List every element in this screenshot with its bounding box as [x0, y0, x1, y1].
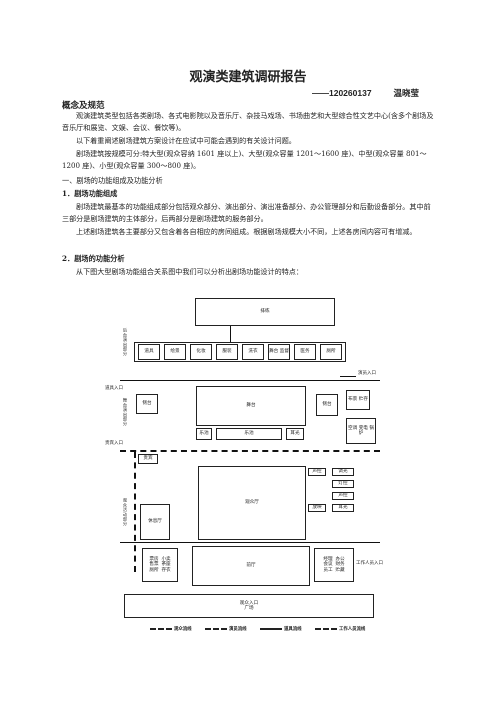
plaza-box: 观众入口 广场: [124, 594, 374, 618]
control-1: 调光: [332, 468, 354, 476]
room-0: 道具: [138, 344, 160, 360]
left-label-1: 舞台演出部分: [123, 398, 128, 427]
function-diagram: 排练 道具 绘景 化妆 服装 洗衣 舞台 监督 医务 厕所 演员入口 道具入口 …: [105, 298, 386, 620]
room-4: 洗衣: [242, 344, 264, 360]
legend-item-0: 观众流线: [150, 627, 192, 632]
left-services-box: 票房 小卖 售票 茶座 厕所 存衣: [142, 548, 178, 582]
document-title: 观演类建筑调研报告: [189, 70, 307, 85]
rehearsal-box: 排练: [195, 298, 335, 326]
room-6: 医务: [294, 344, 316, 360]
legend-item-3: 工作人员流线: [314, 627, 365, 632]
room-7: 厕所: [320, 344, 342, 360]
legend-item-2: 道具流线: [259, 627, 302, 632]
rest-hall-box: 休息厅: [140, 504, 170, 540]
author-line: ——120260137 温晓莹: [312, 87, 419, 99]
control-2: 灯控: [332, 480, 354, 488]
side-facility-box: 空调 变电 锅炉: [346, 418, 376, 444]
room-3: 服装: [216, 344, 238, 360]
room-2: 化妆: [190, 344, 212, 360]
rooms-row: [134, 342, 346, 362]
paragraph-4: 剧场建筑最基本的功能组成部分包括观众部分、演出部分、演出准备部分、办公管理部分和…: [62, 202, 431, 224]
paragraph-5: 上述剧场建筑各主要部分又包含着各自相应的房间组成。根据剧场规模大小不同，上述各房…: [76, 227, 417, 236]
room-1: 绘景: [164, 344, 186, 360]
orchestra-pit-box: 乐池: [216, 428, 282, 440]
control-4: 放映: [308, 504, 326, 512]
scenery-entry-label: 道具入口: [105, 386, 123, 391]
subsection-2-heading: 2．剧场的功能分析: [62, 254, 125, 263]
paragraph-1: 观演建筑类型包括各类剧场、各式电影院以及音乐厅、杂技马戏场、书场曲艺和大型综合性…: [62, 111, 434, 133]
right-services-box: 经理 办公 会议 财务 员工 贮藏: [314, 548, 354, 582]
lift-box: 耳光: [286, 428, 304, 440]
side-stage-box: 侧台: [316, 394, 338, 416]
paragraph-6: 从下图大型剧场功能组合关系图中我们可以分析出剧场功能设计的特点：: [76, 267, 303, 276]
scenery-storage-box: 布景 贮存: [346, 390, 370, 410]
legend-item-1: 演员流线: [204, 627, 247, 632]
diagram-legend: 观众流线 演员流线 道具流线 工作人员流线: [150, 626, 377, 632]
subsection-1-heading: 1．剧场功能组成: [62, 189, 118, 198]
author-id: ——120260137: [312, 88, 372, 98]
control-3: 声控: [332, 492, 354, 500]
lobby-box: 前厅: [192, 546, 310, 586]
auditorium-box: 观众厅: [198, 466, 306, 540]
section-1-heading: 一、剧场的功能组成及功能分析: [62, 176, 163, 185]
author-name: 温晓莹: [393, 88, 420, 98]
left-label-2: 观众活动部分: [123, 498, 128, 527]
vip-entry-label: 贵宾入口: [105, 441, 123, 446]
vip-box: 贵宾: [138, 454, 158, 464]
stage-box: 舞台: [196, 386, 306, 426]
staff-entry-label: 工作人员入口: [356, 561, 383, 566]
paragraph-3: 剧场建筑按规模可分:特大型(观众容纳 1601 座以上)、大型(观众容量 120…: [62, 149, 427, 171]
heading-concept: 概念及规范: [62, 101, 105, 111]
actor-entry-label: 演员入口: [358, 371, 376, 376]
band-box: 乐池: [196, 428, 212, 440]
control-5: 耳光: [332, 504, 354, 512]
stage-manager-box: 侧台: [136, 394, 158, 414]
paragraph-2: 以下着重阐述剧场建筑方案设计在应试中可能会遇到的有关设计问题。: [76, 136, 296, 145]
room-5: 舞台 监督: [268, 344, 290, 360]
left-label-0: 后台演出部分: [123, 328, 128, 357]
control-0: 声控: [308, 468, 326, 476]
